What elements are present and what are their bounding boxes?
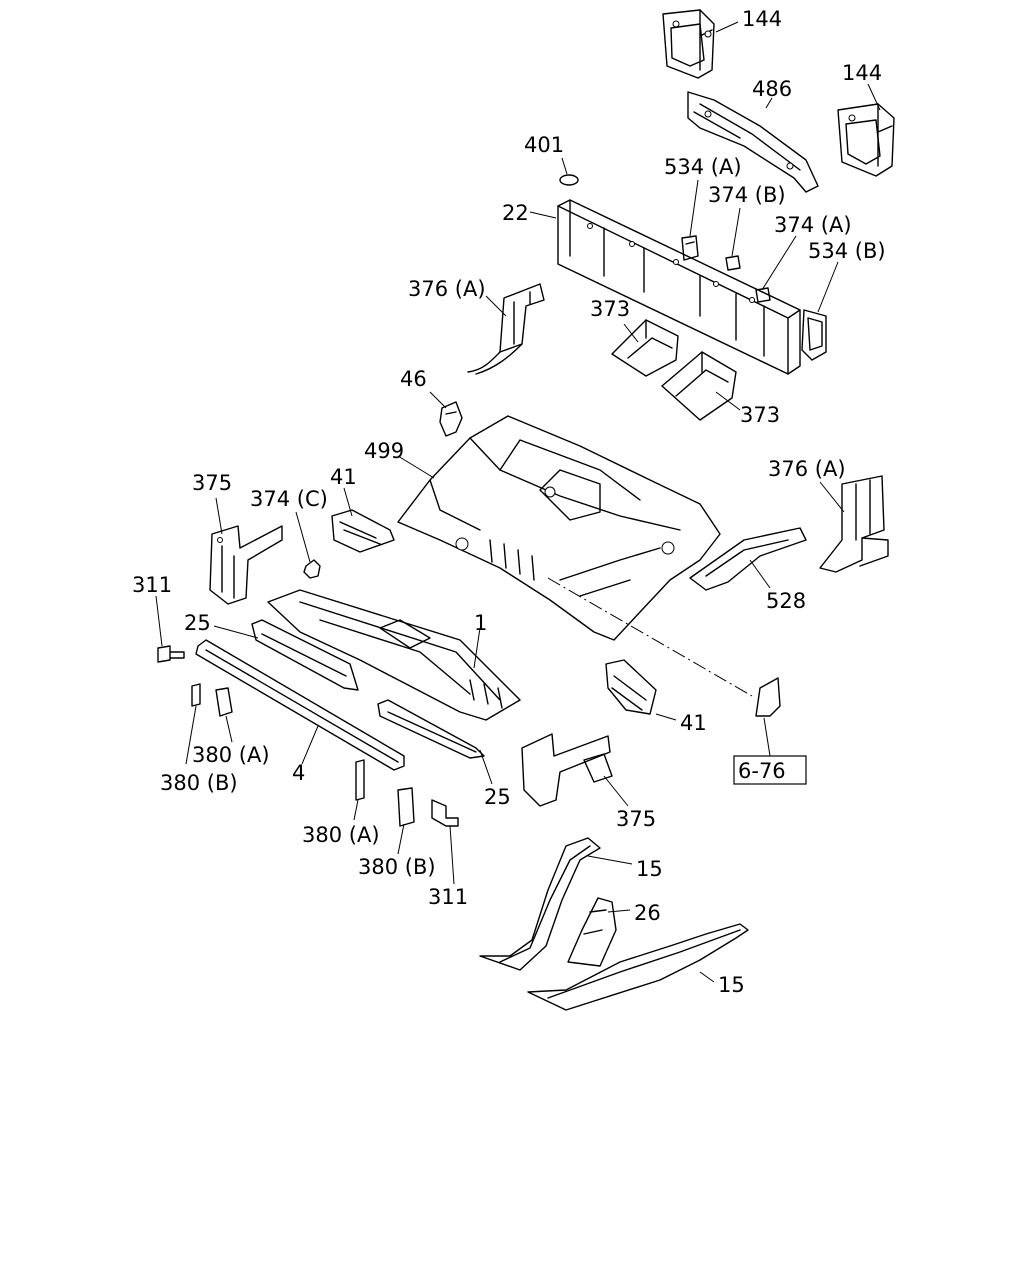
part-376a-upper (467, 283, 545, 375)
part-22 (557, 199, 801, 375)
label-376a: 376 (A) (408, 277, 486, 301)
label-534a: 534 (A) (664, 155, 742, 179)
label-534b: 534 (B) (808, 239, 886, 263)
part-528 (689, 527, 807, 591)
part-25-lower (377, 699, 485, 759)
part-534a (681, 235, 699, 261)
label-374b: 374 (B) (708, 183, 786, 207)
callout-labels: 144 144 486 401 534 (A) 374 (B) 22 374 (… (132, 7, 886, 997)
part-375-right (521, 733, 613, 807)
part-380b-mid (397, 787, 415, 827)
label-380b: 380 (B) (160, 771, 238, 795)
part-373-lower (661, 351, 737, 421)
part-15-upper (479, 837, 601, 971)
part-380a-mid (355, 759, 365, 801)
part-15-lower (527, 923, 749, 1011)
label-46: 46 (400, 367, 427, 391)
part-46 (439, 401, 463, 437)
label-401: 401 (524, 133, 564, 157)
label-15: 15 (718, 973, 745, 997)
reference-leader (547, 577, 753, 697)
reference-box (733, 755, 807, 785)
part-311-right (431, 799, 459, 827)
label-22: 22 (502, 201, 529, 225)
label-311: 311 (428, 885, 468, 909)
label-528: 528 (766, 589, 806, 613)
label-374a: 374 (A) (774, 213, 852, 237)
part-26 (567, 897, 617, 967)
part-376a-right (819, 475, 889, 573)
label-376a: 376 (A) (768, 457, 846, 481)
label-373: 373 (590, 297, 630, 321)
part-374b (725, 255, 741, 271)
part-6-76-panel (755, 677, 781, 717)
label-25: 25 (184, 611, 211, 635)
label-26: 26 (634, 901, 661, 925)
label-41: 41 (680, 711, 707, 735)
leader-lines (155, 21, 881, 983)
part-41-lower (605, 659, 657, 715)
label-25: 25 (484, 785, 511, 809)
part-401 (559, 174, 579, 186)
label-15: 15 (636, 857, 663, 881)
label-41: 41 (330, 465, 357, 489)
label-374c: 374 (C) (250, 487, 328, 511)
label-4: 4 (292, 761, 305, 785)
label-380a: 380 (A) (192, 743, 270, 767)
part-25-upper (251, 619, 359, 691)
label-380b: 380 (B) (358, 855, 436, 879)
reference-label: 6-76 (738, 759, 786, 783)
label-373: 373 (740, 403, 780, 427)
label-144: 144 (842, 61, 882, 85)
label-375: 375 (616, 807, 656, 831)
label-311: 311 (132, 573, 172, 597)
label-499: 499 (364, 439, 404, 463)
part-486 (687, 91, 819, 193)
part-534b (801, 309, 827, 361)
part-1 (267, 589, 521, 721)
part-144-left (662, 9, 715, 79)
part-374c (303, 559, 321, 579)
part-374a (755, 287, 771, 303)
part-499 (397, 415, 721, 641)
part-41-upper (331, 509, 395, 553)
label-1: 1 (474, 611, 487, 635)
part-380a-left (215, 687, 233, 717)
label-380a: 380 (A) (302, 823, 380, 847)
part-375-left (209, 525, 283, 605)
part-373-upper (611, 319, 679, 377)
part-311-left (157, 645, 185, 663)
label-486: 486 (752, 77, 792, 101)
part-144-right (837, 103, 895, 177)
label-144: 144 (742, 7, 782, 31)
label-375: 375 (192, 471, 232, 495)
part-4 (195, 639, 405, 771)
part-380b-left (191, 683, 201, 707)
